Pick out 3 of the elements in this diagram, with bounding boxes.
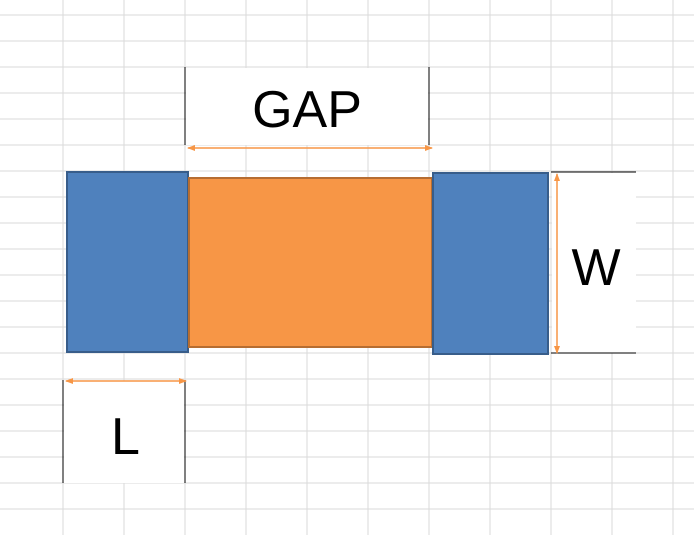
dimension-label: L [111,411,140,463]
dimension-label: GAP [252,84,362,136]
dimension-label: W [571,242,621,294]
